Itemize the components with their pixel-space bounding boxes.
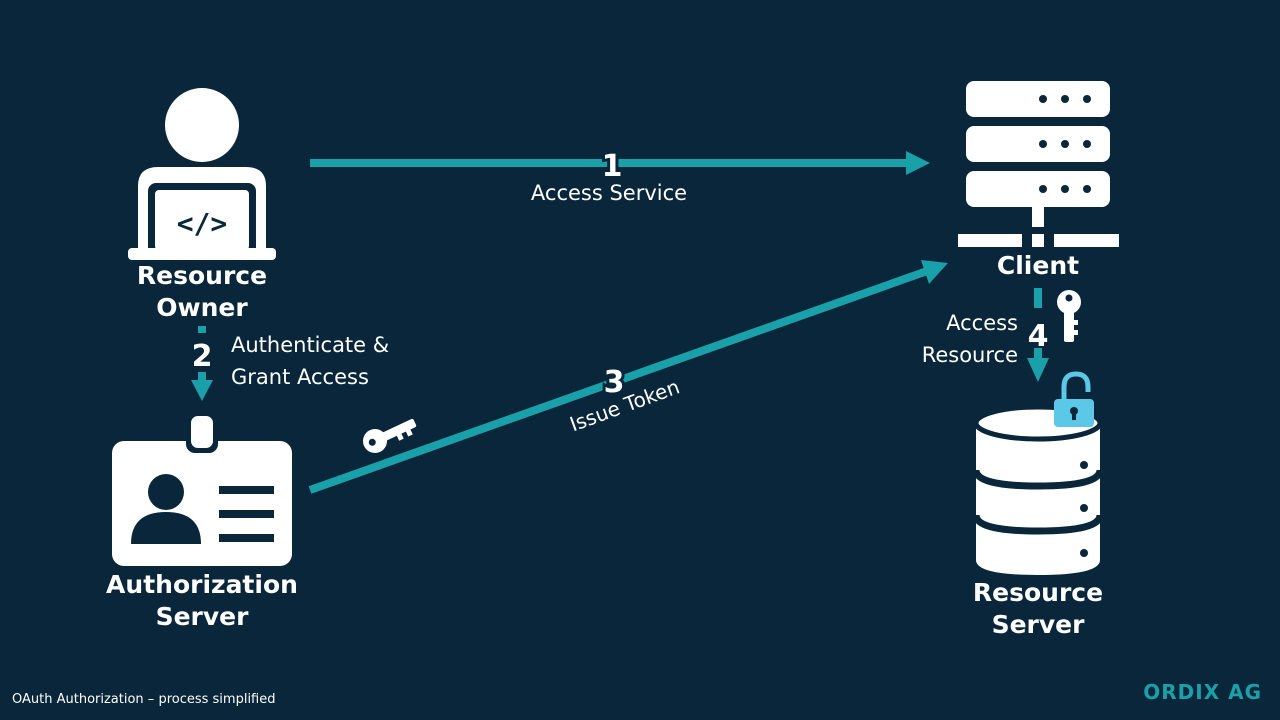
svg-text:</>: </> (177, 207, 228, 240)
server-rack-icon (958, 81, 1119, 247)
resource-owner-label-line1: Resource (137, 261, 267, 290)
database-icon (972, 404, 1104, 575)
resource-server-label-line2: Server (992, 610, 1086, 639)
arrow-step4 (1027, 288, 1049, 382)
footer-caption: OAuth Authorization – process simplified (12, 692, 276, 707)
step2-number: 2 (192, 339, 213, 374)
step3-number: 3 (604, 365, 625, 400)
step2-label-line1: Authenticate & (231, 333, 389, 357)
arrow-step2 (191, 326, 213, 401)
token-key-icon (363, 418, 417, 453)
step1-number: 1 (602, 149, 623, 184)
arrow-step1 (310, 151, 930, 175)
arrow-step3 (308, 260, 948, 494)
step3-label: Issue Token (566, 374, 682, 436)
id-badge-icon (112, 413, 292, 566)
key-icon (1057, 290, 1081, 342)
developer-laptop-icon: </> (128, 88, 276, 260)
client-label: Client (997, 251, 1079, 280)
resource-server-label-line1: Resource (973, 578, 1103, 607)
step1-label: Access Service (531, 181, 687, 205)
unlocked-padlock-icon (1054, 371, 1094, 427)
resource-owner-label-line2: Owner (156, 293, 248, 322)
step4-label-line2: Resource (922, 343, 1018, 367)
step2-label-line2: Grant Access (231, 365, 369, 389)
step4-label-line1: Access (946, 311, 1018, 335)
brand-logo: ORDIX AG (1143, 680, 1262, 704)
authorization-server-label-line1: Authorization (106, 570, 298, 599)
step4-number: 4 (1028, 319, 1049, 354)
authorization-server-label-line2: Server (156, 602, 250, 631)
